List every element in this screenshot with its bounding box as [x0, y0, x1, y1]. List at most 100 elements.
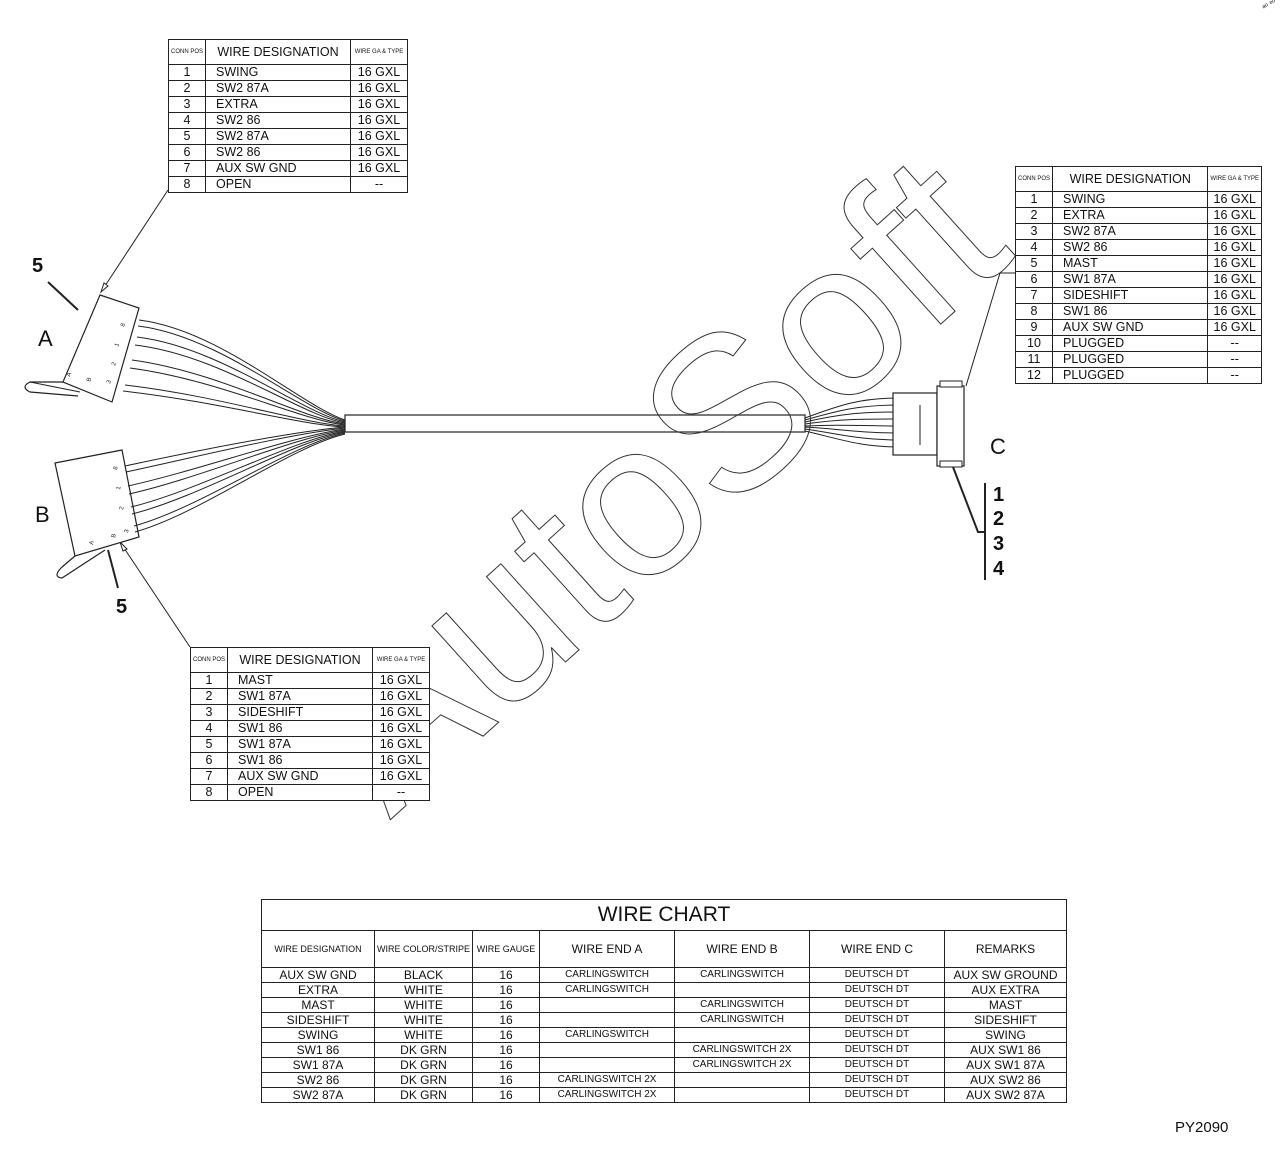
- cell-end-a: [539, 1057, 676, 1073]
- cell-pos: 1: [167, 64, 207, 81]
- cell-end-a: CARLINGSWITCH 2X: [539, 1072, 676, 1088]
- cell-pos: 8: [167, 176, 207, 193]
- cell-color: BLACK: [373, 967, 474, 983]
- cell-pos: 6: [1014, 271, 1054, 288]
- cell-gauge: 16 GXL: [372, 688, 430, 705]
- cell-gauge: --: [372, 784, 430, 801]
- cell-designation: SW2 86: [205, 144, 351, 161]
- cell-designation: SIDESHIFT: [261, 1012, 375, 1028]
- header-wire-designation: WIRE DESIGNATION: [227, 647, 373, 673]
- cell-end-b: CARLINGSWITCH: [674, 967, 811, 983]
- cell-designation: PLUGGED: [1052, 367, 1209, 384]
- cell-pos: 2: [189, 688, 229, 705]
- cell-end-c: DEUTSCH DT: [809, 967, 946, 983]
- cell-gauge: --: [1207, 351, 1262, 368]
- cell-end-c: DEUTSCH DT: [809, 1087, 946, 1103]
- drawing-number: PY2090: [1175, 1119, 1229, 1136]
- connector-b-table: CONN POS WIRE DESIGNATION WIRE GA & TYPE…: [189, 647, 430, 801]
- cell-color: WHITE: [373, 997, 474, 1013]
- cell-designation: PLUGGED: [1052, 335, 1209, 352]
- cell-pos: 8: [189, 784, 229, 801]
- cell-designation: SWING: [261, 1027, 375, 1043]
- cell-remarks: AUX SW GROUND: [944, 967, 1067, 983]
- cell-end-b: [674, 982, 811, 998]
- cell-remarks: SWING: [944, 1027, 1067, 1043]
- cell-gauge: 16 GXL: [1207, 271, 1262, 288]
- connector-label-c: C: [990, 434, 1006, 459]
- cell-gauge: 16: [472, 997, 541, 1013]
- cell-remarks: SIDESHIFT: [944, 1012, 1067, 1028]
- cell-end-a: CARLINGSWITCH 2X: [539, 1087, 676, 1103]
- cell-pos: 2: [167, 80, 207, 97]
- cell-color: DK GRN: [373, 1042, 474, 1058]
- svg-text:1: 1: [114, 342, 121, 348]
- cell-remarks: AUX SW1 87A: [944, 1057, 1067, 1073]
- header-conn-pos: CONN POS: [189, 647, 229, 673]
- connector-c-table: CONN POS WIRE DESIGNATION WIRE GA & TYPE…: [1014, 166, 1262, 384]
- wire-chart-table: WIRE CHART WIRE DESIGNATION WIRE COLOR/S…: [261, 899, 1067, 1103]
- svg-text:3: 3: [124, 528, 131, 533]
- cell-designation: SW2 87A: [1052, 223, 1209, 240]
- callout-line-c: [952, 466, 985, 533]
- cell-designation: EXTRA: [1052, 207, 1209, 224]
- cell-pos: 4: [1014, 239, 1054, 256]
- cell-designation: SW1 87A: [261, 1057, 375, 1073]
- cell-gauge: 16: [472, 967, 541, 983]
- cell-end-b: CARLINGSWITCH 2X: [674, 1057, 811, 1073]
- header-end-c: WIRE END C: [809, 930, 946, 968]
- cell-pos: 7: [167, 160, 207, 177]
- cell-designation: SIDESHIFT: [1052, 287, 1209, 304]
- cell-designation: SW1 87A: [1052, 271, 1209, 288]
- leader-arrow-a: [99, 282, 109, 294]
- svg-text:A: A: [66, 372, 73, 378]
- cell-designation: SW1 86: [261, 1042, 375, 1058]
- callout-line-a: [47, 281, 79, 311]
- cell-designation: AUX SW GND: [205, 160, 351, 177]
- cell-remarks: AUX SW2 86: [944, 1072, 1067, 1088]
- cell-designation: SWING: [205, 64, 351, 81]
- cell-designation: AUX SW GND: [1052, 319, 1209, 336]
- callout-c-3: 3: [993, 533, 1005, 555]
- cell-gauge: 16: [472, 1012, 541, 1028]
- cell-gauge: 16: [472, 1087, 541, 1103]
- cell-end-a: [539, 1042, 676, 1058]
- cell-gauge: 16: [472, 1057, 541, 1073]
- cell-pos: 10: [1014, 335, 1054, 352]
- cell-designation: SW2 87A: [205, 128, 351, 145]
- cell-designation: SW2 86: [261, 1072, 375, 1088]
- cell-gauge: 16: [472, 982, 541, 998]
- cell-end-c: DEUTSCH DT: [809, 1027, 946, 1043]
- cell-pos: 6: [167, 144, 207, 161]
- cell-designation: OPEN: [205, 176, 351, 193]
- cell-gauge: 16 GXL: [350, 112, 408, 129]
- cell-gauge: 16 GXL: [372, 736, 430, 753]
- cell-gauge: 16 GXL: [1207, 319, 1262, 336]
- svg-text:2: 2: [111, 361, 118, 367]
- cell-end-c: DEUTSCH DT: [809, 1012, 946, 1028]
- cell-designation: SW1 86: [227, 752, 373, 769]
- cell-gauge: 16 GXL: [1207, 287, 1262, 304]
- header-conn-pos: CONN POS: [1014, 166, 1054, 192]
- cell-gauge: 16 GXL: [372, 720, 430, 737]
- cell-pos: 1: [189, 672, 229, 689]
- cell-remarks: AUX EXTRA: [944, 982, 1067, 998]
- cell-gauge: --: [350, 176, 408, 193]
